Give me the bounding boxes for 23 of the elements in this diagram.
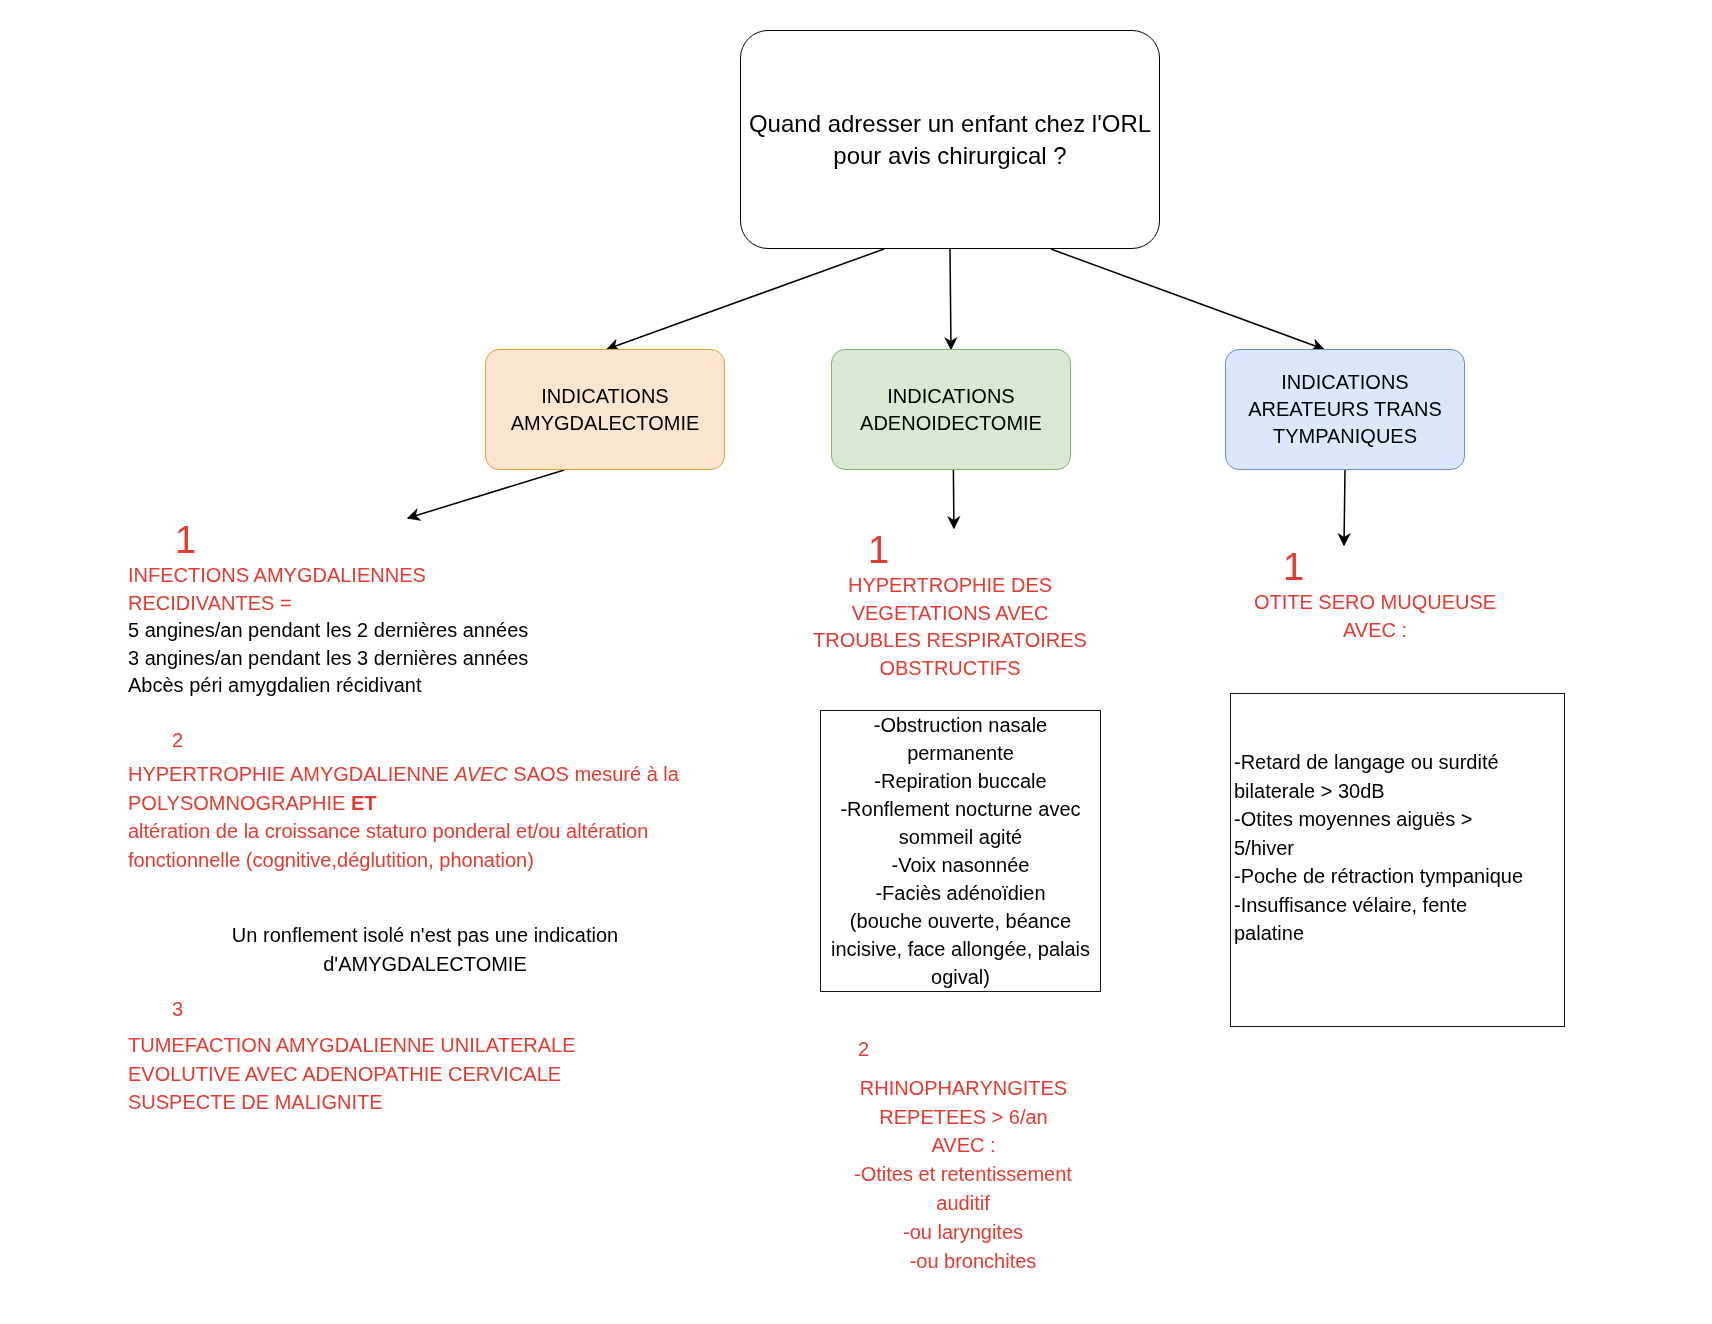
step-number: 2 (858, 1037, 871, 1062)
criterion-text: RHINOPHARYNGITES REPETEES > 6/an AVEC : (858, 1076, 1069, 1158)
arrow (947, 469, 961, 530)
question-box: Quand adresser un enfant chez l'ORL pour avis chirurgical ? (740, 30, 1160, 249)
category-box: INDICATIONS AMYGDALECTOMIE (485, 349, 725, 470)
category-box: INDICATIONS ADENOIDECTOMIE (831, 349, 1071, 470)
criterion-text: -Otites et retentissement auditif (853, 1162, 1073, 1216)
criterion-text: -ou bronchites (908, 1249, 1038, 1274)
note-text: Un ronflement isolé n'est pas une indication d'AMYGDALECTOMIE (230, 923, 620, 977)
arrow (1337, 469, 1351, 547)
criteria-list-box: -Retard de langage ou surdité bilaterale > 30dB -Otites moyennes aiguës > 5/hiver -Poche de rétraction tympanique -Insuffisance vélaire, fente palatine (1230, 693, 1565, 1027)
criterion-text: TUMEFACTION AMYGDALIENNE UNILATERALE EVOLUTIVE AVEC ADENOPATHIE CERVICALE SUSPECTE DE MALIGNITE (128, 1033, 577, 1115)
symptom-list-box: -Obstruction nasale permanente -Repiration buccale -Ronflement nocturne avec sommeil agité -Voix nasonnée -Faciès adénoïdien (bouche ouverte, béance incisive, face allongée, palais ogival) (820, 710, 1101, 992)
arrow (406, 469, 565, 521)
criterion-text: -ou laryngites (901, 1220, 1025, 1245)
step-number: 3 (172, 997, 185, 1022)
step-number: 2 (172, 728, 185, 753)
indication-text: 1 HYPERTROPHIE DES VEGETATIONS AVEC TROUBLES RESPIRATOIRES OBSTRUCTIFS (800, 528, 1100, 682)
criterion-text: altération de la croissance staturo ponderal et/ou altération fonctionnelle (cognitive,déglutition, phonation) (128, 819, 650, 873)
indication-text: 1 OTITE SERO MUQUEUSE AVEC : (1220, 545, 1530, 644)
category-box: INDICATIONS AREATEURS TRANS TYMPANIQUES (1225, 349, 1465, 470)
indication-text: 1 INFECTIONS AMYGDALIENNES RECIDIVANTES = 5 angines/an pendant les 2 dernières années 3 angines/an pendant les 3 dernières années Abcès péri amygdalien récidivant (128, 518, 688, 700)
arrow (944, 248, 958, 351)
